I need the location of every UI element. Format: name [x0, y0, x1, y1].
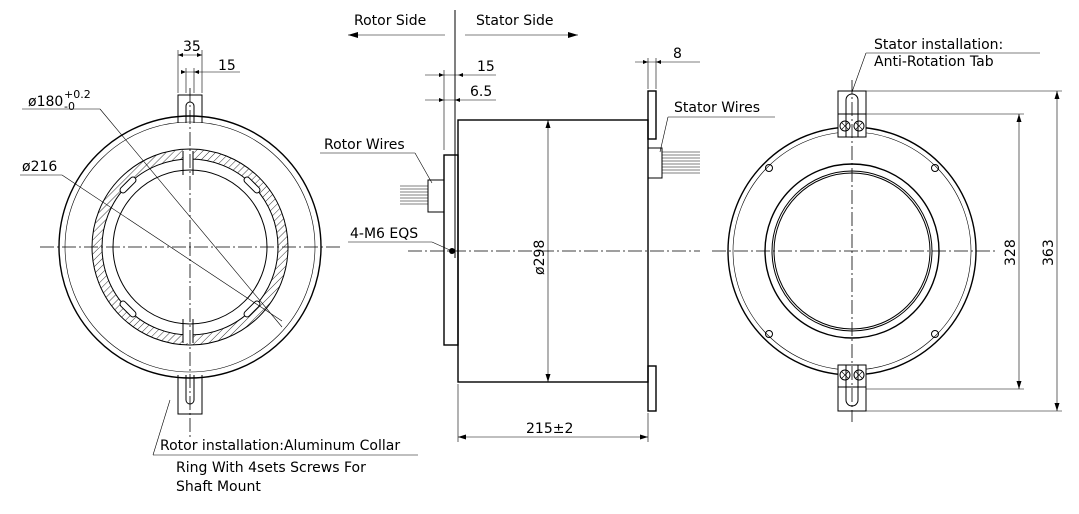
rotor-side-label: Rotor Side — [354, 13, 426, 29]
right-view: 328 363 Stator installation: Anti-Rotati… — [712, 37, 1062, 422]
dim-d216-label: ø216 — [22, 159, 57, 175]
dim-6-5-label: 6.5 — [470, 84, 492, 100]
stator-tab-top — [647, 90, 657, 140]
stator-install-line2: Anti-Rotation Tab — [874, 54, 994, 70]
screw-slots — [119, 176, 261, 318]
dim-d180-lower: -0 — [64, 100, 75, 113]
dim-15-mid-label: 15 — [477, 59, 495, 75]
stator-wires-label: Stator Wires — [674, 100, 760, 116]
rotor-install-line1: Rotor installation:Aluminum Collar — [160, 438, 400, 454]
rotor-install-line3: Shaft Mount — [176, 479, 261, 495]
stator-tab-bottom — [647, 365, 657, 412]
dim-d298-label: ø298 — [532, 240, 548, 275]
rotor-wires-label: Rotor Wires — [324, 137, 405, 153]
m6-label: 4-M6 EQS — [350, 226, 418, 242]
dim-d180-upper: +0.2 — [64, 88, 91, 101]
stator-install-line1: Stator installation: — [874, 37, 1003, 53]
rotor-flange — [443, 154, 459, 346]
stator-side-label: Stator Side — [476, 13, 554, 29]
left-view: 35 15 ø180 +0.2 -0 ø216 Rotor installati… — [20, 39, 418, 495]
dim-15-left-label: 15 — [218, 58, 236, 74]
dim-363-label: 363 — [1041, 239, 1057, 266]
stator-wires — [647, 147, 700, 179]
dim-328-label: 328 — [1003, 239, 1019, 266]
middle-view: Rotor Side Stator Side — [320, 10, 775, 442]
dim-35-label: 35 — [183, 39, 201, 55]
dim-215-label: 215±2 — [526, 421, 573, 437]
dim-d180-label: ø180 — [28, 94, 63, 110]
dim-8-label: 8 — [673, 46, 682, 62]
rotor-install-line2: Ring With 4sets Screws For — [176, 460, 366, 476]
rotor-wires — [400, 179, 445, 213]
